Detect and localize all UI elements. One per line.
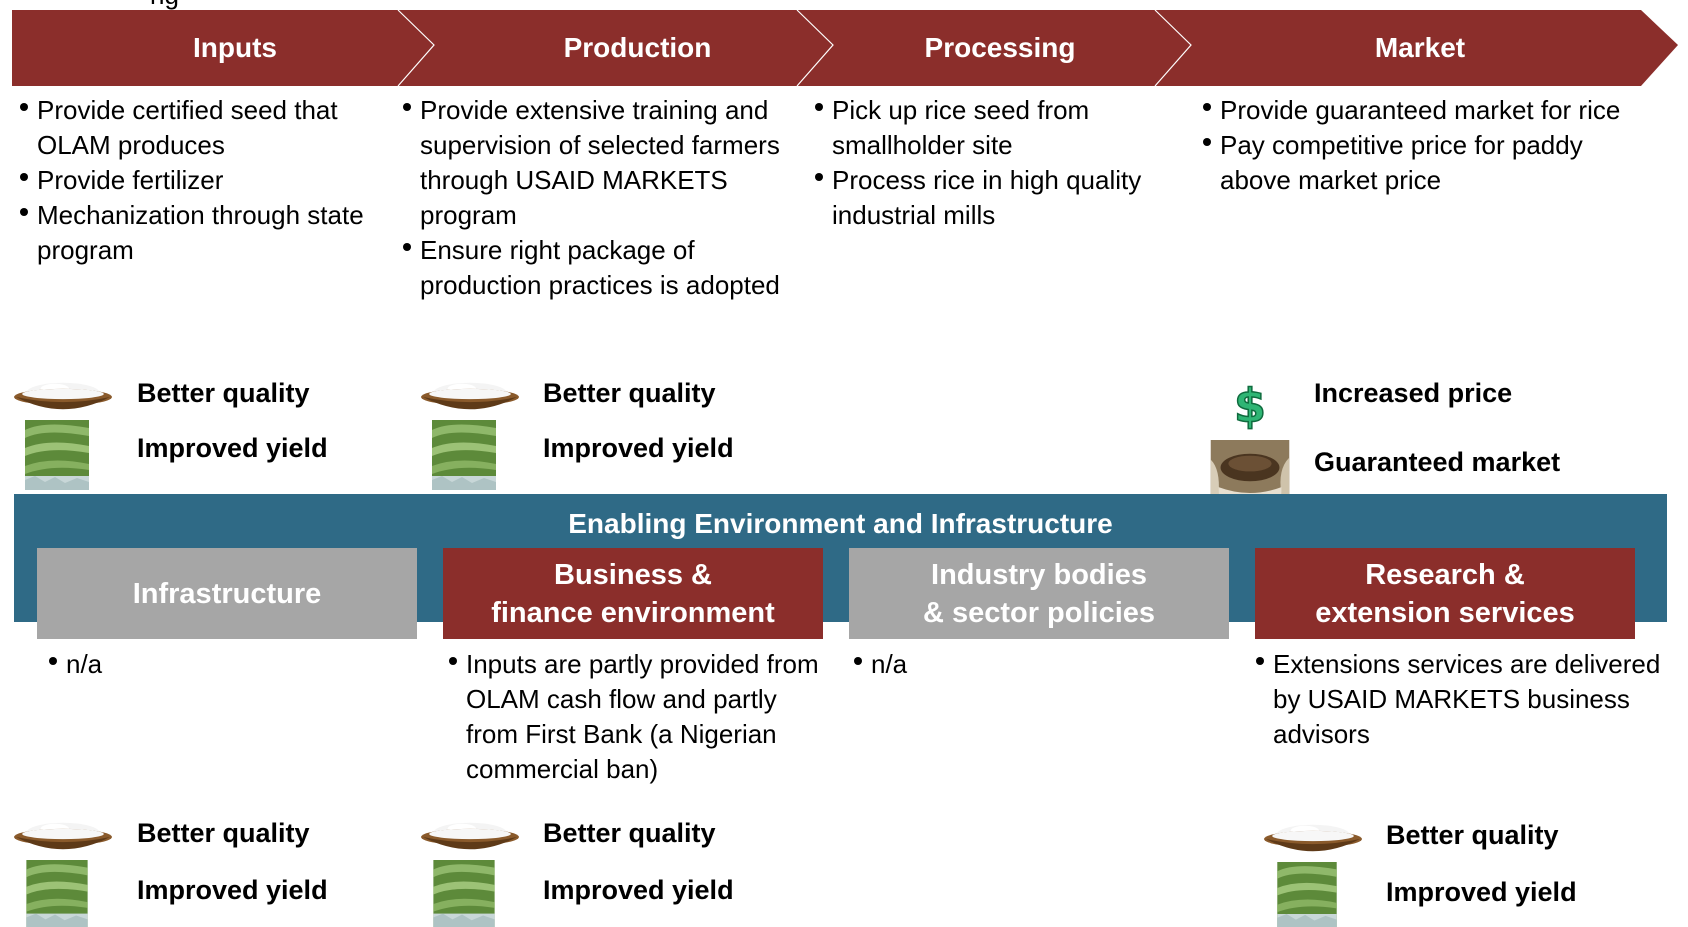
- benefit-increased-price: Increased price: [1314, 378, 1513, 408]
- rice-bowl-icon: [419, 374, 521, 416]
- market-bullets: Provide guaranteed market for rice Pay c…: [1200, 93, 1640, 198]
- tile-line: extension services: [1315, 596, 1575, 629]
- list-item: Provide certified seed that OLAM produce…: [17, 93, 402, 163]
- list-item: Inputs are partly provided from OLAM cas…: [446, 647, 826, 787]
- processing-bullets: Pick up rice seed from smallholder site …: [812, 93, 1157, 233]
- list-item: Provide guaranteed market for rice: [1200, 93, 1640, 128]
- benefit-better-quality: Better quality: [137, 378, 310, 408]
- tile-infrastructure: Infrastructure: [37, 548, 417, 639]
- benefit-improved-yield: Improved yield: [137, 433, 328, 463]
- list-item: Pick up rice seed from smallholder site: [812, 93, 1157, 163]
- list-item: Process rice in high quality industrial …: [812, 163, 1157, 233]
- industry-bodies-bullets: n/a: [851, 647, 1211, 682]
- chevron-label-processing: Processing: [924, 32, 1076, 63]
- rice-field-icon: [25, 860, 89, 927]
- chevron-label-production: Production: [563, 32, 712, 63]
- rice-bowl-icon: [419, 814, 521, 856]
- rice-field-icon: [432, 860, 496, 927]
- svg-text:$: $: [1234, 379, 1266, 430]
- chevron-divider: [397, 9, 435, 87]
- benefit-better-quality: Better quality: [543, 818, 716, 848]
- benefit-improved-yield: Improved yield: [137, 875, 328, 905]
- benefit-better-quality: Better quality: [1386, 820, 1559, 850]
- list-item: Mechanization through state program: [17, 198, 402, 268]
- tile-line: Research &: [1365, 558, 1525, 591]
- research-extension-bullets: Extensions services are delivered by USA…: [1253, 647, 1683, 752]
- chevron-label-market: Market: [1374, 32, 1466, 63]
- tile-line: Business &: [554, 558, 712, 591]
- chevron-divider: [796, 9, 834, 87]
- rice-bowl-icon: [12, 814, 114, 856]
- rice-bowl-icon: [12, 374, 114, 416]
- list-item: Ensure right package of production pract…: [400, 233, 800, 303]
- tile-business-finance: Business & finance environment: [443, 548, 823, 639]
- benefit-improved-yield: Improved yield: [1386, 877, 1577, 907]
- benefit-better-quality: Better quality: [137, 818, 310, 848]
- tile-industry-bodies: Industry bodies & sector policies: [849, 548, 1229, 639]
- list-item: Provide fertilizer: [17, 163, 402, 198]
- top-cutoff-text: ng: [150, 0, 179, 10]
- grain-sacks-icon: [1210, 440, 1290, 494]
- benefit-guaranteed-market: Guaranteed market: [1314, 447, 1561, 477]
- benefit-better-quality: Better quality: [543, 378, 716, 408]
- tile-line: Infrastructure: [132, 577, 322, 610]
- rice-field-icon: [25, 420, 89, 490]
- rice-field-icon: [432, 420, 496, 490]
- infrastructure-bullets: n/a: [46, 647, 406, 682]
- list-item: Provide extensive training and supervisi…: [400, 93, 800, 233]
- list-item: Extensions services are delivered by USA…: [1253, 647, 1683, 752]
- rice-bowl-icon: [1262, 816, 1364, 858]
- production-bullets: Provide extensive training and supervisi…: [400, 93, 800, 303]
- tile-line: & sector policies: [922, 596, 1156, 629]
- tile-research-extension: Research & extension services: [1255, 548, 1635, 639]
- list-item: n/a: [851, 647, 1211, 682]
- chevron-label-inputs: Inputs: [193, 32, 277, 63]
- dollar-icon: $: [1233, 378, 1267, 430]
- inputs-bullets: Provide certified seed that OLAM produce…: [17, 93, 402, 268]
- tile-line: finance environment: [491, 596, 775, 629]
- list-item: n/a: [46, 647, 406, 682]
- value-chain-chevrons: [12, 9, 1678, 87]
- list-item: Pay competitive price for paddy above ma…: [1200, 128, 1640, 198]
- benefit-improved-yield: Improved yield: [543, 433, 734, 463]
- business-finance-bullets: Inputs are partly provided from OLAM cas…: [446, 647, 826, 787]
- tile-line: Industry bodies: [931, 558, 1147, 591]
- benefit-improved-yield: Improved yield: [543, 875, 734, 905]
- chevron-divider: [1154, 9, 1192, 87]
- chevron-shape: [12, 10, 1678, 86]
- rice-field-icon: [1275, 862, 1339, 927]
- enabling-title: Enabling Environment and Infrastructure: [568, 508, 1113, 539]
